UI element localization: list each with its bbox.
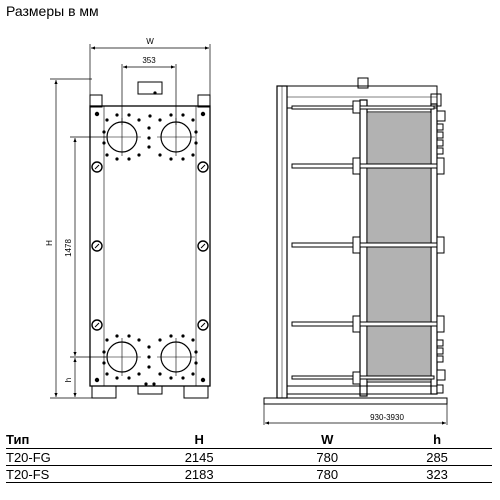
bottom-guide-bar bbox=[286, 385, 438, 395]
dim-port-height: 1478 bbox=[64, 239, 73, 257]
base-plate bbox=[263, 397, 448, 405]
side-dimensions bbox=[263, 404, 448, 425]
front-dimensions bbox=[50, 44, 211, 399]
side-view-connections bbox=[436, 123, 444, 363]
top-bar-connector bbox=[137, 81, 163, 95]
bottom-center-guide bbox=[137, 385, 163, 395]
header-small-h: h bbox=[433, 431, 442, 447]
dim-length-range: 930-3930 bbox=[370, 413, 404, 422]
table-row: T20-FS 2183 780 323 bbox=[6, 466, 492, 483]
cell-h: 2183 bbox=[184, 466, 214, 482]
table-row: T20-FG 2145 780 285 bbox=[6, 449, 492, 466]
cell-w: 780 bbox=[316, 449, 339, 465]
cell-small-h: 285 bbox=[426, 449, 448, 465]
cell-type: T20-FG bbox=[6, 449, 51, 465]
header-type: Тип bbox=[6, 431, 30, 447]
top-right-tab bbox=[197, 94, 211, 108]
dim-width-label: W bbox=[146, 37, 154, 46]
header-h: H bbox=[194, 431, 204, 447]
bottom-left-foot bbox=[91, 385, 117, 399]
spec-table: Тип H W h T20-FG 2145 780 285 T20-FS 218… bbox=[6, 430, 492, 483]
side-view-nuts bbox=[352, 100, 446, 394]
bottom-right-foot bbox=[183, 385, 209, 399]
cell-h: 2145 bbox=[184, 449, 214, 465]
header-w: W bbox=[321, 431, 334, 447]
front-view-side-bolts bbox=[91, 161, 209, 331]
front-view bbox=[89, 81, 211, 399]
front-view-side-bolt-marks bbox=[94, 164, 206, 328]
cell-w: 780 bbox=[316, 466, 339, 482]
page-title: Размеры в мм bbox=[6, 3, 99, 19]
table-header-row: Тип H W h bbox=[6, 430, 492, 449]
cell-type: T20-FS bbox=[6, 466, 50, 482]
fixed-frame-plate bbox=[359, 99, 368, 397]
dim-height-label: H bbox=[45, 240, 54, 246]
dim-port-distance: 353 bbox=[142, 56, 156, 65]
pressure-plate bbox=[430, 103, 438, 395]
dim-bottom-label: h bbox=[64, 378, 73, 382]
technical-drawing: W 353 H 1478 h bbox=[45, 37, 448, 425]
front-view-bolts bbox=[94, 91, 206, 386]
top-left-tab bbox=[89, 94, 103, 108]
cell-small-h: 323 bbox=[426, 466, 448, 482]
